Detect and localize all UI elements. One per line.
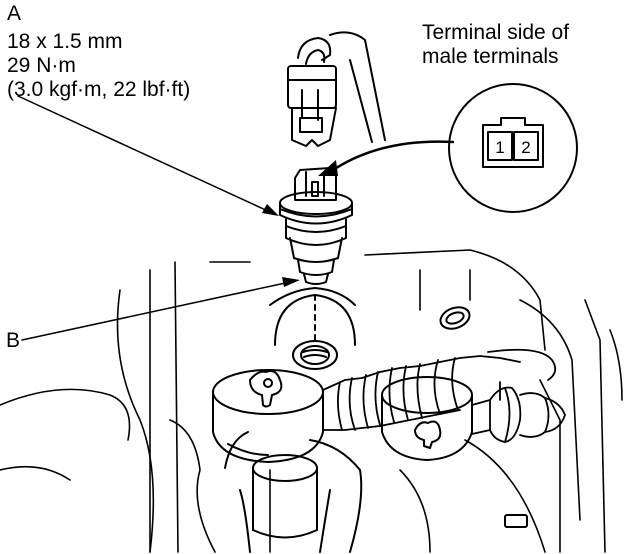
left-round-cover (212, 369, 324, 463)
connector-callout: 1 2 (448, 83, 578, 213)
label-a: A (7, 2, 22, 25)
back-up-light-switch (279, 167, 353, 285)
terminal-1-label: 1 (495, 138, 504, 157)
spec-torque-alt: (3.0 kgf·m, 22 lbf·ft) (7, 78, 191, 101)
label-b: B (6, 329, 21, 352)
rubber-boot (322, 355, 521, 431)
right-round-cover (381, 376, 473, 461)
housing-bolt-hole (439, 306, 471, 330)
housing-outline (0, 249, 623, 553)
callout-arrow (318, 140, 455, 176)
small-bolt (504, 514, 528, 528)
connector-title-line1: Terminal side of (422, 21, 570, 44)
spec-torque: 29 N·m (7, 54, 76, 77)
right-shaft (471, 348, 566, 443)
connector-title-line2: male terminals (422, 45, 559, 68)
leader-line-a (17, 95, 279, 216)
lower-cylinder (224, 431, 363, 553)
leader-line-b (21, 277, 300, 341)
terminal-2-label: 2 (521, 138, 530, 157)
switch-mounting-boss (269, 287, 356, 370)
harness-connector (287, 31, 386, 147)
spec-thread-size: 18 x 1.5 mm (7, 30, 123, 53)
